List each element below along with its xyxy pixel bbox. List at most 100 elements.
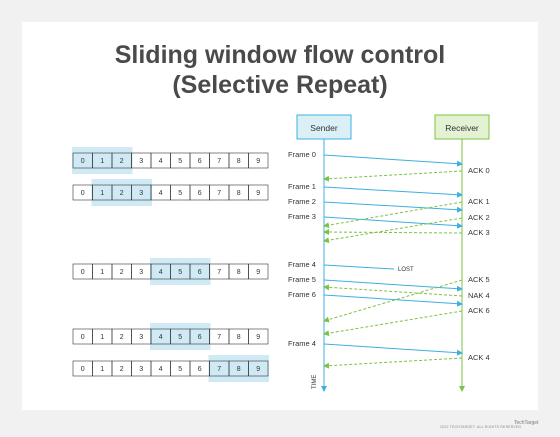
response-label: ACK 2 bbox=[468, 213, 490, 222]
seq-number: 0 bbox=[81, 269, 85, 276]
seq-number: 2 bbox=[120, 158, 124, 165]
seq-number: 8 bbox=[237, 190, 241, 197]
frame-arrow bbox=[323, 201, 463, 213]
seq-number: 4 bbox=[159, 269, 163, 276]
response-label: ACK 6 bbox=[468, 306, 490, 315]
copyright-footer: 2022 TECHTARGET. ALL RIGHTS RESERVED bbox=[440, 425, 522, 429]
response-arrow bbox=[323, 284, 463, 297]
frame-arrow bbox=[323, 216, 463, 229]
window-highlight bbox=[72, 147, 133, 174]
seq-number: 1 bbox=[100, 334, 104, 341]
response-arrow bbox=[323, 201, 463, 229]
seq-number: 5 bbox=[178, 269, 182, 276]
seq-number: 6 bbox=[198, 190, 202, 197]
seq-number: 8 bbox=[237, 334, 241, 341]
seq-number: 1 bbox=[100, 366, 104, 373]
window-rows: 0 1 2 3 4 5 6 7 8 9 0 1 2 3 4 5 6 7 8 9 0 1 2 3 4 5 6 7 8 9 0 1 2 3 4 5 6 7 8 9… bbox=[72, 147, 269, 382]
seq-number: 6 bbox=[198, 158, 202, 165]
response-label: ACK 3 bbox=[468, 228, 490, 237]
seq-cell bbox=[248, 328, 269, 345]
window-row-0: 0 1 2 3 4 5 6 7 8 9 bbox=[72, 147, 269, 174]
response-arrow bbox=[323, 170, 463, 182]
frame-label: Frame 4 bbox=[288, 260, 316, 269]
seq-number: 0 bbox=[81, 158, 85, 165]
frame-arrow bbox=[323, 154, 463, 167]
window-row-1: 0 1 2 3 4 5 6 7 8 9 bbox=[72, 179, 269, 206]
frame-arrow bbox=[323, 343, 463, 356]
seq-number: 0 bbox=[81, 366, 85, 373]
diagram-title: Sliding window flow control (Selective R… bbox=[0, 40, 560, 100]
seq-number: 7 bbox=[217, 158, 221, 165]
seq-number: 2 bbox=[120, 269, 124, 276]
seq-number: 7 bbox=[217, 366, 221, 373]
seq-number: 3 bbox=[139, 269, 143, 276]
seq-number: 6 bbox=[198, 366, 202, 373]
seq-number: 8 bbox=[237, 269, 241, 276]
response-arrow bbox=[323, 357, 463, 369]
frame-label: Frame 1 bbox=[288, 182, 316, 191]
window-highlight bbox=[150, 323, 211, 350]
title-line-2: (Selective Repeat) bbox=[172, 71, 388, 99]
frame-arrow-lost bbox=[323, 264, 395, 270]
brand-logo: TechTarget bbox=[514, 420, 539, 426]
seq-number: 5 bbox=[178, 158, 182, 165]
frame-label: Frame 6 bbox=[288, 290, 316, 299]
seq-number: 9 bbox=[256, 158, 260, 165]
seq-number: 1 bbox=[100, 158, 104, 165]
seq-number: 3 bbox=[139, 334, 143, 341]
frame-label: Frame 0 bbox=[288, 150, 316, 159]
seq-number: 1 bbox=[100, 190, 104, 197]
seq-cell bbox=[248, 360, 269, 377]
response-arrow bbox=[323, 229, 463, 236]
seq-number: 8 bbox=[237, 158, 241, 165]
frame-label: Frame 4 bbox=[288, 339, 316, 348]
seq-number: 3 bbox=[139, 366, 143, 373]
response-label: ACK 1 bbox=[468, 197, 490, 206]
seq-number: 4 bbox=[159, 334, 163, 341]
seq-number: 5 bbox=[178, 190, 182, 197]
seq-number: 0 bbox=[81, 190, 85, 197]
seq-number: 9 bbox=[256, 190, 260, 197]
frame-label: Frame 2 bbox=[288, 197, 316, 206]
window-highlight bbox=[150, 258, 211, 285]
seq-number: 2 bbox=[120, 366, 124, 373]
frame-arrow bbox=[323, 294, 463, 307]
diagram-card bbox=[22, 22, 538, 410]
receiver-box bbox=[434, 114, 490, 140]
title-line-1: Sliding window flow control bbox=[114, 41, 446, 69]
frame-arrow bbox=[323, 186, 463, 198]
window-highlight bbox=[208, 355, 269, 382]
response-label: ACK 5 bbox=[468, 275, 490, 284]
seq-number: 3 bbox=[139, 190, 143, 197]
seq-number: 9 bbox=[256, 334, 260, 341]
seq-number: 3 bbox=[139, 158, 143, 165]
time-label: TIME bbox=[312, 375, 318, 389]
seq-number: 2 bbox=[120, 190, 124, 197]
sender-label: Sender bbox=[310, 123, 338, 133]
seq-number: 9 bbox=[256, 366, 260, 373]
response-arrow bbox=[323, 279, 463, 323]
seq-number: 4 bbox=[159, 366, 163, 373]
response-arrow bbox=[323, 310, 463, 337]
seq-number: 1 bbox=[100, 269, 104, 276]
seq-number: 5 bbox=[178, 366, 182, 373]
seq-number: 6 bbox=[198, 269, 202, 276]
frame-arrow bbox=[323, 279, 463, 292]
seq-number: 7 bbox=[217, 269, 221, 276]
lost-label: LOST bbox=[398, 267, 414, 273]
seq-number: 9 bbox=[256, 269, 260, 276]
seq-number: 6 bbox=[198, 334, 202, 341]
seq-cell bbox=[248, 184, 269, 201]
seq-number: 4 bbox=[159, 158, 163, 165]
seq-cell bbox=[248, 152, 269, 169]
seq-number: 4 bbox=[159, 190, 163, 197]
seq-cell bbox=[248, 263, 269, 280]
seq-number: 2 bbox=[120, 334, 124, 341]
window-row-2: 0 1 2 3 4 5 6 7 8 9 bbox=[72, 258, 269, 285]
seq-number: 7 bbox=[217, 190, 221, 197]
window-highlight bbox=[91, 179, 152, 206]
receiver-label: Receiver bbox=[445, 123, 479, 133]
response-label: NAK 4 bbox=[468, 291, 490, 300]
